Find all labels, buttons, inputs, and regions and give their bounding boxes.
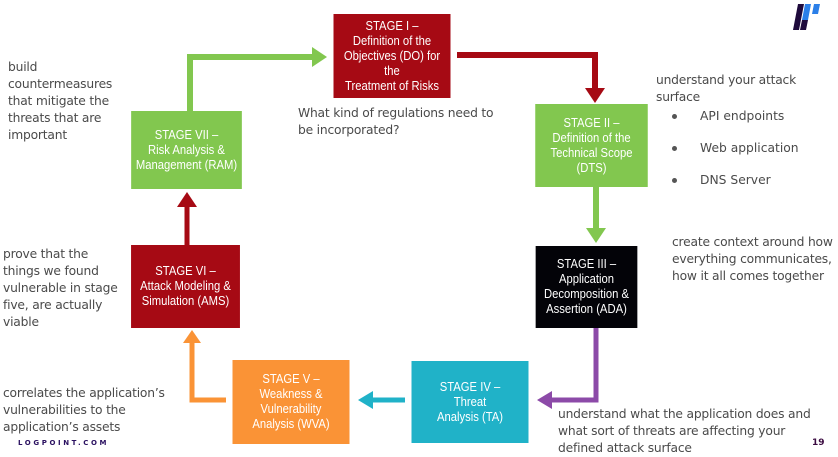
arrow-i-to-ii: [457, 52, 605, 103]
note-line: defined attack surface: [558, 441, 692, 455]
logpoint-logo-icon: [793, 4, 820, 30]
note-line: everything communicates,: [672, 252, 832, 266]
arrow-i-to-ii-head: [585, 88, 605, 103]
stage-iii-line: Assertion (ADA): [546, 302, 627, 316]
note-line: vulnerable in stage: [3, 281, 118, 295]
stage-vi-line: Attack Modeling &: [140, 279, 231, 293]
arrow-vi-to-vii: [177, 192, 197, 245]
list-item: Web application: [672, 132, 799, 164]
logo-bar-dark: [793, 4, 804, 30]
note-line: create context around how: [672, 235, 833, 249]
note-line: understand what the application does and: [558, 407, 811, 421]
note-line: what sort of threats are affecting your: [558, 424, 786, 438]
stage-iii-box: STAGE III – Application Decomposition & …: [535, 246, 638, 328]
footer-brand: LOGPOINT.COM: [18, 439, 110, 447]
stage-iv-box: STAGE IV – Threat Analysis (TA): [411, 361, 529, 443]
note-build-countermeasures: build countermeasures that mitigate the …: [8, 59, 133, 144]
note-line: countermeasures: [8, 77, 113, 91]
arrow-v-to-vi-line: [189, 342, 226, 403]
stage-iv-line: Analysis (TA): [436, 409, 504, 424]
note-understand-application: understand what the application does and…: [558, 406, 818, 457]
stage-i-line: Definition of the: [352, 33, 432, 48]
note-line: build: [8, 60, 38, 74]
note-line: how it all comes together: [672, 269, 824, 283]
note-line: application’s assets: [3, 420, 121, 434]
note-prove-vulnerable: prove that the things we found vulnerabl…: [3, 246, 118, 331]
stage-i-line: Objectives (DO) for the: [343, 48, 441, 78]
stage-iv-line: Threat: [453, 394, 487, 409]
stage-v-line: Analysis (WVA): [252, 417, 330, 431]
note-line: viable: [3, 315, 39, 329]
stage-v-box: STAGE V – Weakness & Vulnerability Analy…: [232, 360, 350, 444]
arrow-vii-to-i-head: [312, 47, 327, 67]
stage-vi-box: STAGE VI – Attack Modeling & Simulation …: [131, 245, 240, 328]
stage-vi-title: STAGE VI –: [155, 264, 216, 278]
arrow-iv-to-v: [358, 391, 405, 409]
arrow-v-to-vi: [183, 330, 226, 403]
arrow-iii-to-iv: [537, 328, 599, 409]
list-item-label: Web application: [700, 141, 799, 155]
note-line: prove that the: [3, 247, 89, 261]
arrow-ii-to-iii: [586, 187, 606, 243]
stage-ii-title: STAGE II –: [563, 115, 620, 130]
note-line: things we found: [3, 264, 99, 278]
list-item: API endpoints: [672, 100, 799, 132]
note-line: threats that are: [8, 111, 102, 125]
stage-vii-box: STAGE VII – Risk Analysis & Management (…: [131, 111, 242, 189]
logo-bar-dark-bottom: [800, 20, 808, 30]
stage-ii-box: STAGE II – Definition of the Technical S…: [535, 104, 648, 187]
note-correlates: correlates the application’s vulnerabili…: [3, 385, 203, 436]
stage-v-title: STAGE V –: [262, 372, 320, 386]
note-line: vulnerabilities to the: [3, 403, 126, 417]
note-regulations: What kind of regulations need to be inco…: [298, 105, 518, 139]
stage-vii-line: Management (RAM): [135, 157, 238, 172]
note-line: that mitigate the: [8, 94, 109, 108]
note-line: What kind of regulations need to: [298, 106, 494, 120]
stage-vi-line: Simulation (AMS): [141, 294, 230, 308]
arrow-iii-to-iv-line: [550, 328, 599, 403]
note-line: five, are actually: [3, 298, 103, 312]
note-line: understand your attack surface: [656, 73, 797, 104]
note-line: important: [8, 128, 67, 142]
page-number: 19: [812, 438, 825, 448]
stage-iv-title: STAGE IV –: [439, 379, 501, 394]
arrow-vi-to-vii-head: [177, 192, 197, 207]
note-context: create context around how everything com…: [672, 234, 838, 285]
stage-i-line: Treatment of Risks: [345, 78, 439, 93]
note-line: correlates the application’s: [3, 386, 165, 400]
list-item-label: API endpoints: [700, 109, 785, 123]
arrow-ii-to-iii-head: [586, 228, 606, 243]
bullet-icon: [672, 145, 677, 151]
arrow-iv-to-v-head: [358, 391, 373, 409]
stage-i-box: STAGE I – Definition of the Objectives (…: [333, 14, 451, 98]
stage-iii-line: Decomposition &: [543, 287, 630, 301]
list-item-label: DNS Server: [700, 173, 771, 187]
arrow-v-to-vi-head: [183, 330, 201, 343]
stage-vii-line: Risk Analysis &: [148, 142, 225, 157]
stage-ii-line: Technical Scope (DTS): [550, 145, 633, 175]
stage-v-line: Vulnerability: [260, 402, 322, 416]
bullet-icon: [672, 177, 677, 183]
attack-surface-list: API endpoints Web application DNS Server: [672, 100, 799, 196]
arrow-i-to-ii-line: [457, 52, 598, 89]
stage-ii-line: Definition of the: [552, 130, 631, 145]
list-item: DNS Server: [672, 164, 799, 196]
stage-v-line: Weakness &: [259, 387, 323, 401]
logo-bar-blue-left: [802, 4, 811, 20]
stage-vii-title: STAGE VII –: [154, 127, 219, 142]
arrow-iii-to-iv-head: [537, 391, 552, 409]
stage-iii-line: Application: [558, 272, 615, 286]
stage-iii-title: STAGE III –: [556, 257, 617, 271]
logo-bar-blue-right: [812, 4, 820, 14]
bullet-icon: [672, 113, 677, 119]
arrow-vii-to-i-line: [187, 54, 313, 111]
note-attack-surface: understand your attack surface: [656, 72, 838, 106]
arrow-vii-to-i: [187, 47, 327, 111]
note-line: be incorporated?: [298, 123, 400, 137]
stage-i-title: STAGE I –: [365, 18, 419, 33]
